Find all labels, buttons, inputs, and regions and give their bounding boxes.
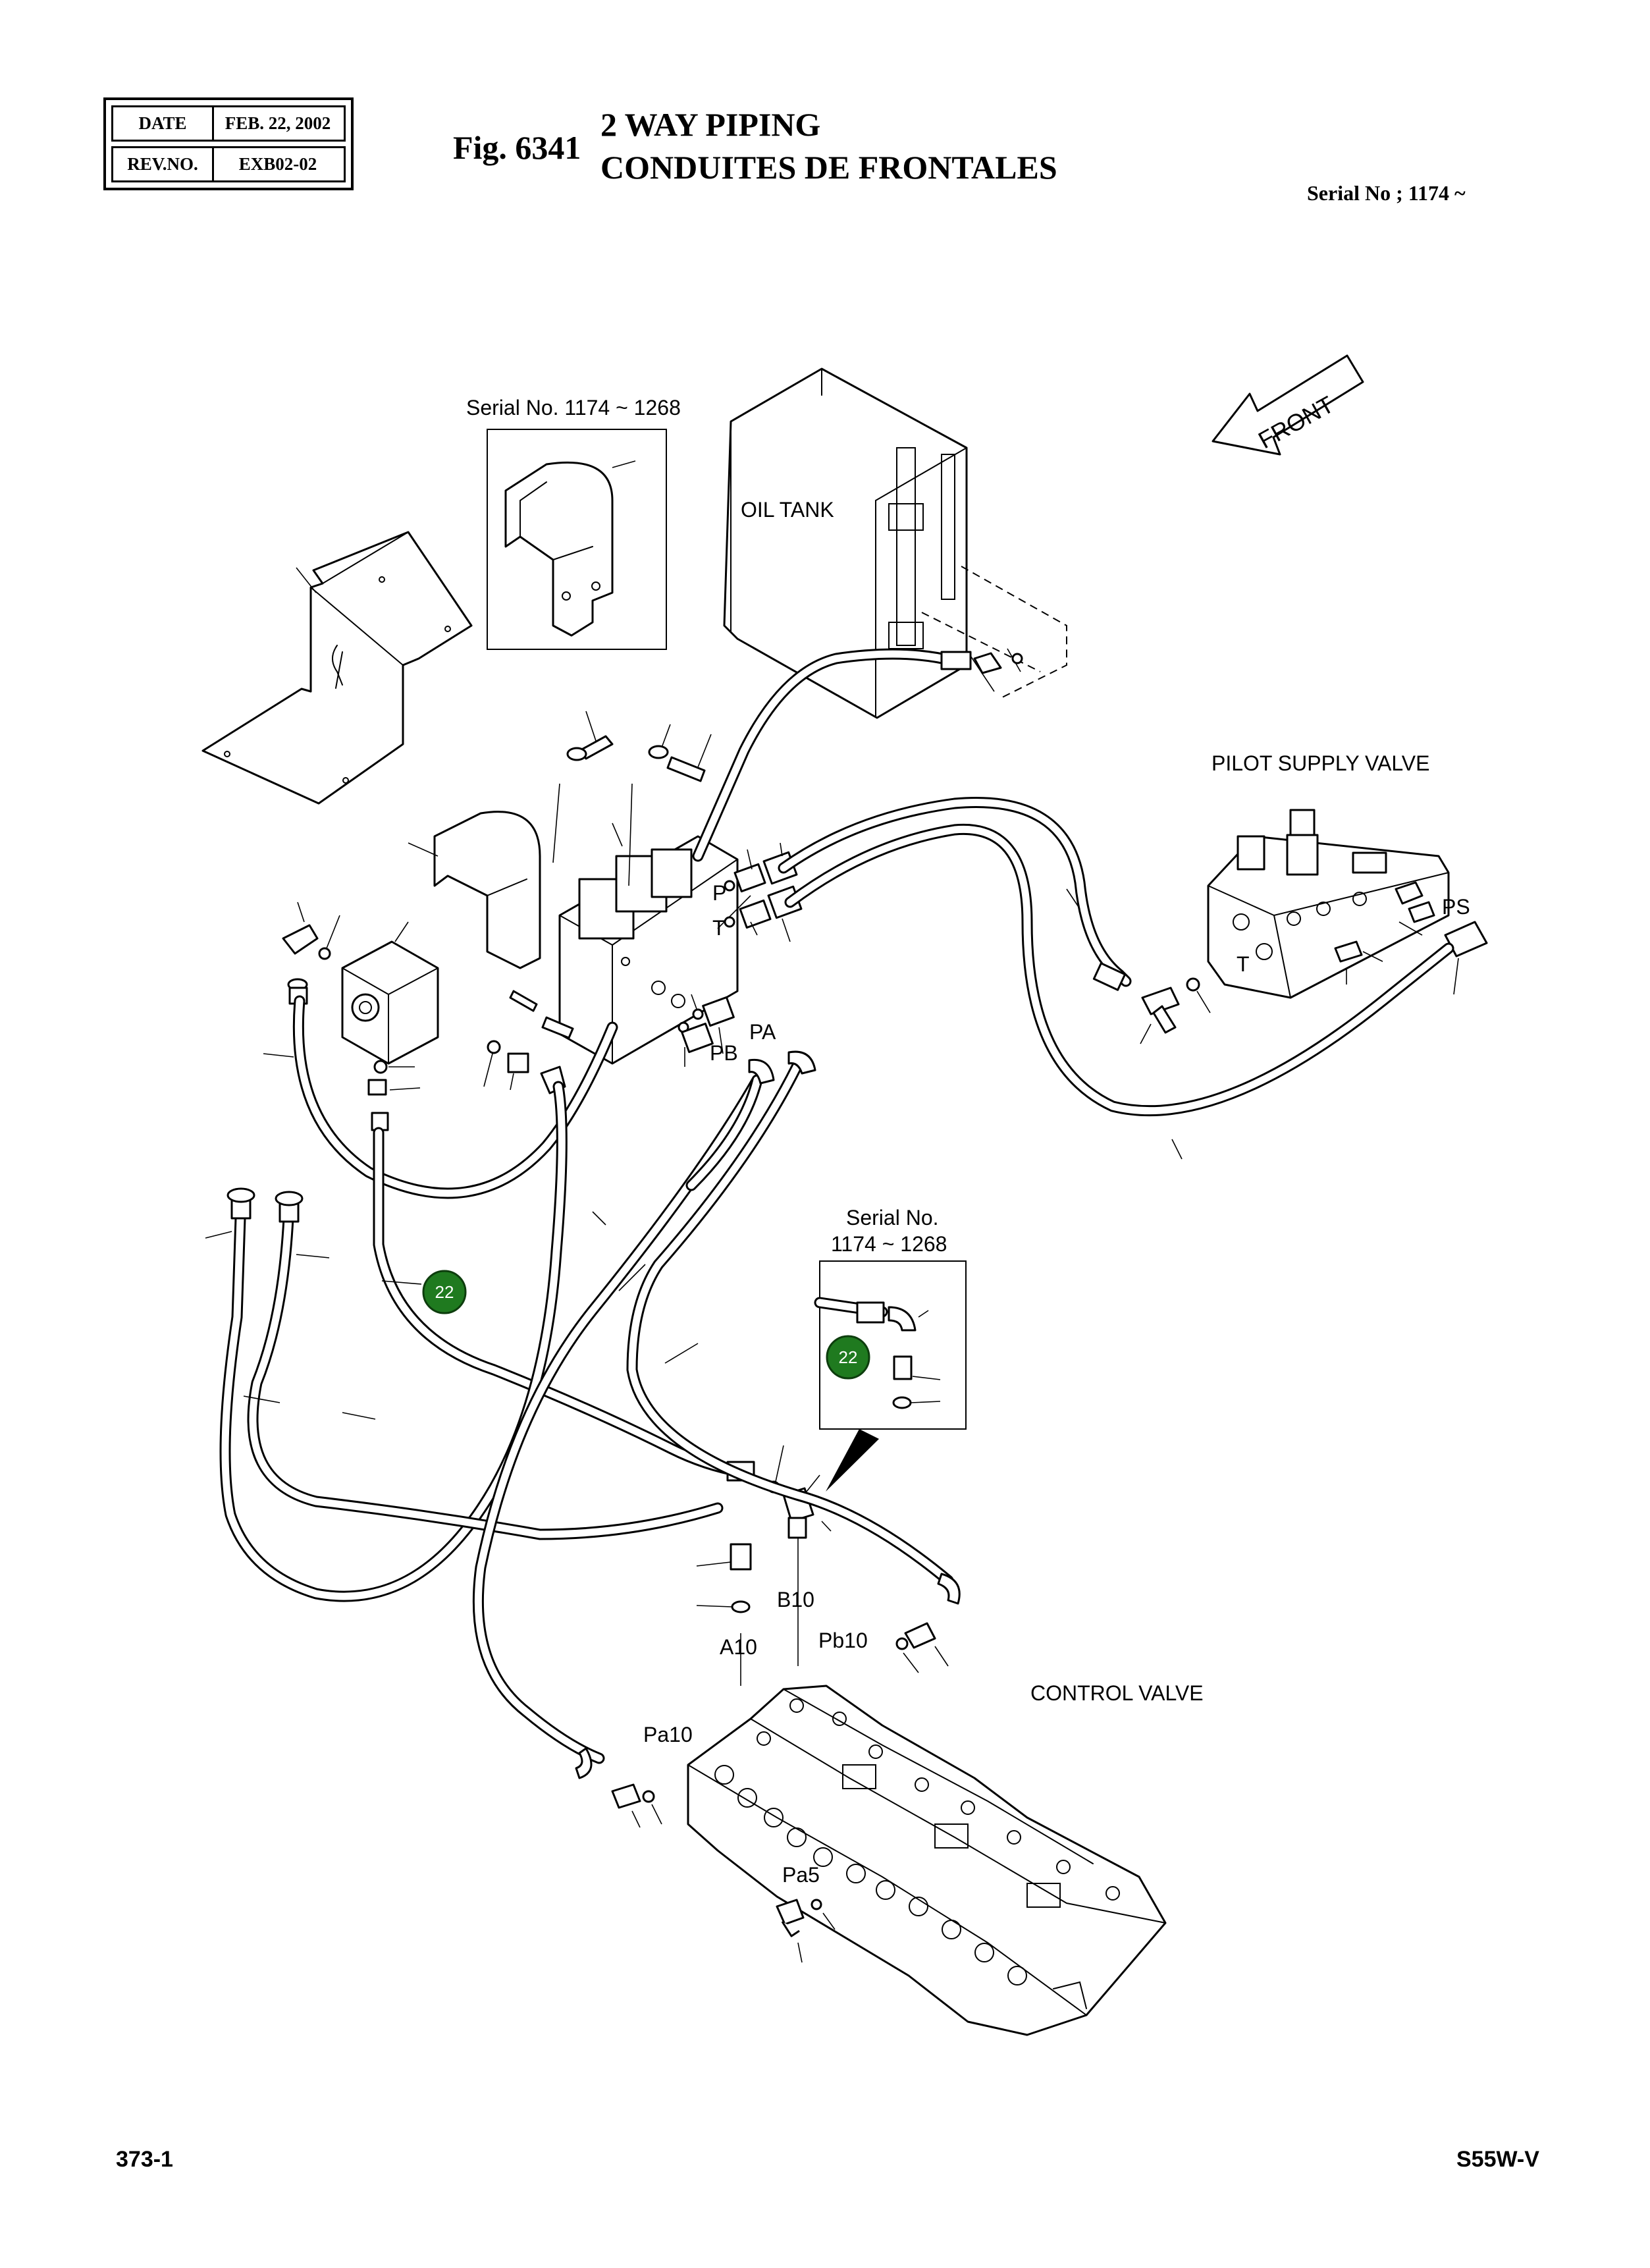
revision-value: EXB02-02 — [238, 154, 317, 174]
control-valve-label: CONTROL VALVE — [1030, 1681, 1204, 1705]
callout-22-main: 22 — [422, 1270, 467, 1314]
page-title-french: CONDUITES DE FRONTALES — [600, 149, 1057, 186]
port-t-pilot-label: T — [1237, 952, 1250, 976]
revision-table: DATE FEB. 22, 2002 REV.NO. EXB02-02 — [103, 97, 354, 190]
hose-block-to-left-pair — [205, 1081, 724, 1602]
revision-label: REV.NO. — [113, 148, 214, 180]
port-b10-label: B10 — [777, 1588, 814, 1611]
page-title-english: 2 WAY PIPING — [600, 106, 821, 143]
revision-row: REV.NO. EXB02-02 — [111, 146, 346, 182]
hose-pa-pb-to-control — [472, 1050, 961, 1779]
port-pb10-label: Pb10 — [818, 1629, 868, 1652]
callout-22-inset: 22 — [826, 1335, 870, 1380]
shuttle-valve-block — [341, 921, 439, 1065]
front-arrow-label: FRONT — [1254, 391, 1338, 454]
mounting-bracket-plate — [201, 531, 473, 805]
port-a10-label: A10 — [720, 1635, 757, 1659]
date-value: FEB. 22, 2002 — [225, 113, 331, 133]
bolt-set-top — [566, 711, 712, 782]
inset-right-label-line2: 1174 ~ 1268 — [831, 1232, 947, 1256]
machine-model: S55W-V — [1456, 2147, 1539, 2172]
serial-range: Serial No ; 1174 ~ — [1307, 181, 1466, 205]
pilot-supply-valve-label: PILOT SUPPLY VALVE — [1211, 751, 1429, 775]
page-number: 373-1 — [116, 2147, 173, 2172]
port-pa-label: PA — [749, 1020, 776, 1044]
front-arrow: FRONT — [1211, 354, 1364, 456]
hose-tank-to-block — [692, 648, 1023, 862]
date-label: DATE — [113, 107, 214, 140]
callout-22-main-text: 22 — [435, 1282, 454, 1302]
figure-number: Fig. 6341 — [453, 129, 581, 166]
hose-left-loop — [263, 995, 618, 1199]
pilot-supply-valve — [1207, 809, 1450, 999]
inset-serial-1174-1268-top — [487, 429, 667, 650]
date-row: DATE FEB. 22, 2002 — [111, 105, 346, 142]
oil-tank-label: OIL TANK — [741, 498, 834, 522]
port-pa10-label: Pa10 — [643, 1723, 693, 1746]
valve-block — [558, 823, 751, 1065]
pilot-valve-fittings — [1140, 921, 1488, 1044]
port-pb-label: PB — [710, 1041, 738, 1065]
control-valve — [687, 1685, 1167, 2036]
control-valve-fittings — [611, 1445, 949, 1963]
port-t-label: T — [712, 916, 726, 940]
oil-tank — [723, 367, 1067, 719]
block-support-bracket — [408, 783, 633, 1039]
inset-top-label: Serial No. 1174 ~ 1268 — [466, 396, 681, 419]
callout-22-inset-text: 22 — [839, 1347, 858, 1367]
port-ps-label: PS — [1442, 895, 1470, 919]
hose-block-t-to-tank-return — [784, 823, 1454, 1160]
hose-block-p-to-pilot — [778, 797, 1132, 991]
port-p-label: P — [712, 881, 726, 905]
inset-right-label-line1: Serial No. — [846, 1206, 939, 1229]
port-pa5-label: Pa5 — [782, 1863, 820, 1887]
inset-serial-1174-1268-right — [814, 1260, 967, 1492]
